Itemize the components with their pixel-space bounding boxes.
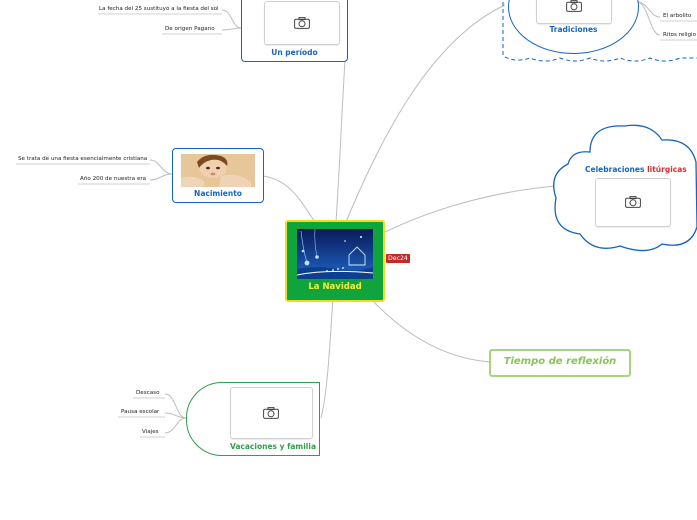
node-tiempo-de-reflexion[interactable]: Tiempo de reflexión [489, 349, 631, 377]
image-placeholder [264, 1, 340, 45]
node-title: Nacimiento [194, 189, 242, 198]
tradiciones-dashed-boundary [502, 0, 697, 62]
node-title: Tiempo de reflexión [503, 356, 617, 367]
connector-central-nacimiento [262, 175, 316, 223]
title-part-liturgicas: litúrgicas [647, 165, 687, 174]
image-placeholder [230, 387, 313, 439]
camera-icon [566, 0, 582, 12]
title-part-celebraciones: Celebraciones [585, 165, 645, 174]
camera-icon [625, 196, 641, 208]
leaf-ano-200[interactable]: Año 200 de nuestra era [80, 176, 147, 182]
connector-central-celebraciones [382, 185, 556, 234]
date-badge[interactable]: Dec24 [386, 254, 410, 263]
leaf-arbolito[interactable]: El arbolito [663, 13, 692, 19]
node-title: Tradiciones [549, 25, 598, 34]
image-placeholder [595, 178, 671, 227]
node-celebraciones-liturgicas[interactable]: Celebraciones litúrgicas [550, 122, 697, 252]
node-vacaciones-y-familia[interactable]: Vacaciones y familia [186, 382, 320, 456]
central-title: La Navidad [308, 282, 362, 292]
node-nacimiento[interactable]: Nacimiento [172, 148, 264, 203]
camera-icon [263, 407, 279, 419]
leaf-origen-pagano[interactable]: De origen Pagano [165, 26, 215, 32]
leaf-fiesta-cristiana[interactable]: Se trata de una fiesta esencialmente cri… [18, 156, 148, 162]
connector-central-vacaciones [320, 297, 334, 419]
node-title: Un período [271, 48, 318, 57]
connector-central-tradiciones [345, 4, 506, 223]
leaf-descaso[interactable]: Descaso [136, 390, 160, 396]
nativity-night-image [297, 229, 373, 279]
node-un-periodo[interactable]: Un período [241, 0, 348, 62]
baby-figurine-image [181, 154, 255, 187]
node-title: Vacaciones y familia [229, 442, 317, 451]
leaf-pausa-escolar[interactable]: Pausa escolar [121, 409, 160, 415]
connector-central-periodo [335, 59, 346, 223]
leaf-fecha-25[interactable]: La fecha del 25 sustituyó a la fiesta de… [99, 6, 219, 12]
central-node-la-navidad[interactable]: La Navidad [285, 220, 385, 302]
image-placeholder [536, 0, 612, 24]
camera-icon [294, 17, 310, 29]
connector-central-reflexion [369, 297, 491, 363]
node-title: Celebraciones litúrgicas [585, 165, 687, 174]
leaf-ritos-religiosos[interactable]: Ritos religio [663, 32, 697, 38]
leaf-viajes[interactable]: Viajes [142, 429, 159, 435]
